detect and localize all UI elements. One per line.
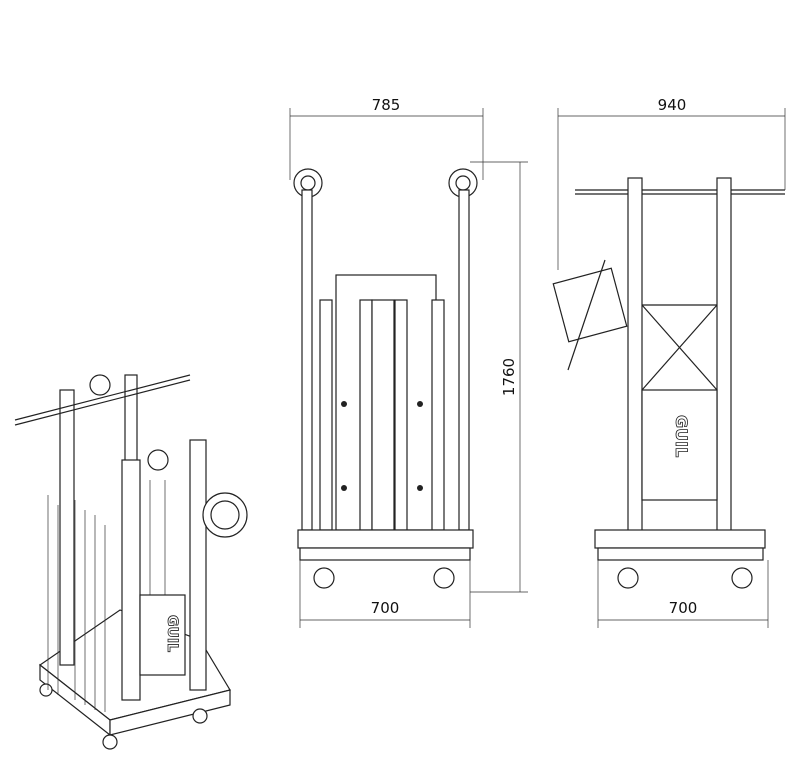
dim-side-width: 940 <box>658 96 687 114</box>
isometric-logo: GUIL <box>164 615 180 652</box>
dim-front-width: 785 <box>372 96 401 114</box>
side-logo: GUIL <box>672 415 691 457</box>
side-view: GUIL <box>552 177 785 589</box>
dim-height: 1760 <box>500 358 518 396</box>
dim-side-base: 700 <box>669 599 698 617</box>
dim-front-base: 700 <box>371 599 400 617</box>
isometric-view: GUIL <box>14 374 248 750</box>
dimension-lines <box>289 108 786 628</box>
front-view <box>293 168 478 589</box>
